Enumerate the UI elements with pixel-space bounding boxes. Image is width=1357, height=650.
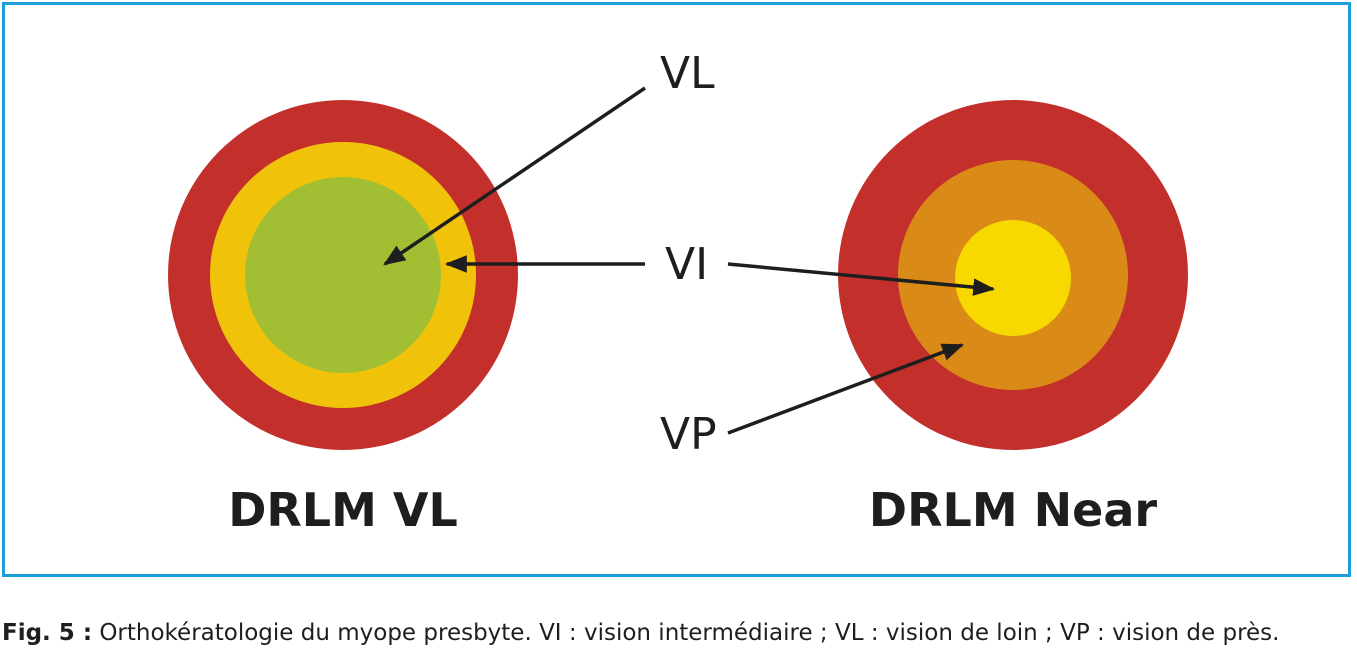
label-vl: VL (660, 48, 715, 99)
title-drlm-vl: DRLM VL (228, 483, 458, 537)
arrow-vl-to-left-center (383, 86, 646, 266)
lens-near-center-yellow-zone (955, 220, 1071, 336)
title-drlm-near: DRLM Near (869, 483, 1157, 537)
caption-text: Orthokératologie du myope presbyte. VI :… (92, 620, 1280, 646)
arrow-vi-to-right-center (727, 262, 996, 296)
lens-vl-center-green-zone (245, 177, 441, 373)
arrow-vp-to-right-ring (727, 343, 965, 435)
label-vp: VP (660, 409, 717, 460)
label-vi: VI (665, 239, 708, 290)
diagram-canvas: VL VI VP DRLM VL DRLM Near (168, 48, 1188, 537)
lens-drlm-vl (168, 100, 518, 450)
figure-caption: Fig. 5 : Orthokératologie du myope presb… (2, 620, 1279, 646)
lens-drlm-near (838, 100, 1188, 450)
caption-figure-label: Fig. 5 : (2, 620, 93, 646)
